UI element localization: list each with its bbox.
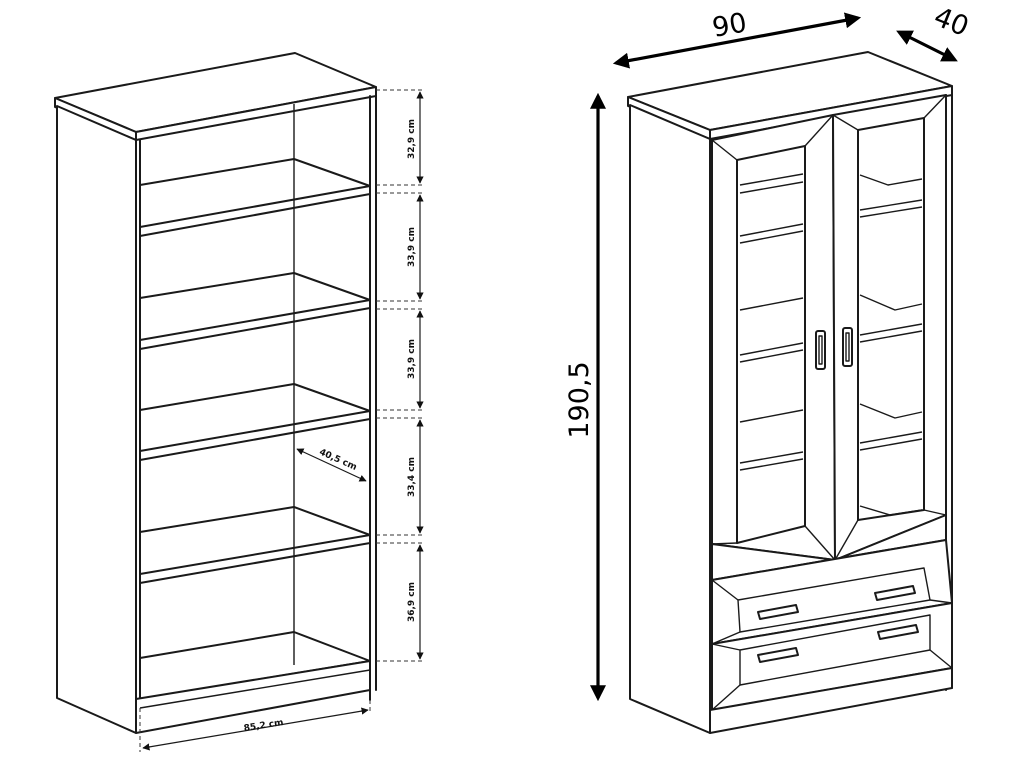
cabinet-left-side [629,104,711,734]
shelf-2 [139,272,371,350]
shelf-4 [139,506,371,584]
gap-5-label: 36,9 cm [407,582,417,622]
plinth-line [139,669,371,709]
gap-3-label: 33,9 cm [407,339,417,379]
right-glass-shelves [859,174,923,516]
shelf-3 [139,383,371,461]
cabinet-plinth [709,667,953,734]
gap-2-label: 33,9 cm [407,227,417,267]
drawer-2-right-handle-icon [877,624,919,640]
left-glass-shelves [739,173,804,471]
left-door-handle-icon [815,330,826,370]
cabinet-dimensions: 90 40 190,5 [564,1,973,702]
cabinet-height-label: 190,5 [564,361,595,438]
drawer-1-left-handle-icon [757,604,799,620]
open-bookcase: 32,9 cm 33,9 cm 33,9 cm 33,4 cm 36,9 cm … [54,52,425,752]
width-line [142,707,369,751]
shelf-1 [139,158,371,237]
cabinet-width-label: 90 [710,7,749,43]
drawer-2-left-handle-icon [757,647,799,663]
depth-line [296,448,367,482]
drawer-1-right-handle-icon [874,585,916,601]
glass-door-cabinet [627,51,953,734]
gap-1-label: 32,9 cm [407,119,417,159]
width-label: 85,2 cm [243,718,284,734]
bookcase-shelves [139,158,371,700]
right-door-handle-icon [842,327,853,367]
cabinet-depth-arrow [896,30,958,62]
gap-4-label: 33,4 cm [407,457,417,497]
drawer-handles [757,585,919,663]
cabinet-width-arrow [612,12,862,69]
door-handles [815,327,853,370]
shelf-depth-dimension: 40,5 cm [296,447,367,482]
depth-label: 40,5 cm [317,447,358,472]
height-extension-lines [376,89,425,662]
cabinet-mid-panel [711,514,947,581]
cabinet-depth-label: 40 [929,1,972,43]
bookcase-left-side [56,105,137,734]
shelf-gap-dimensions: 32,9 cm 33,9 cm 33,9 cm 33,4 cm 36,9 cm [407,91,424,660]
